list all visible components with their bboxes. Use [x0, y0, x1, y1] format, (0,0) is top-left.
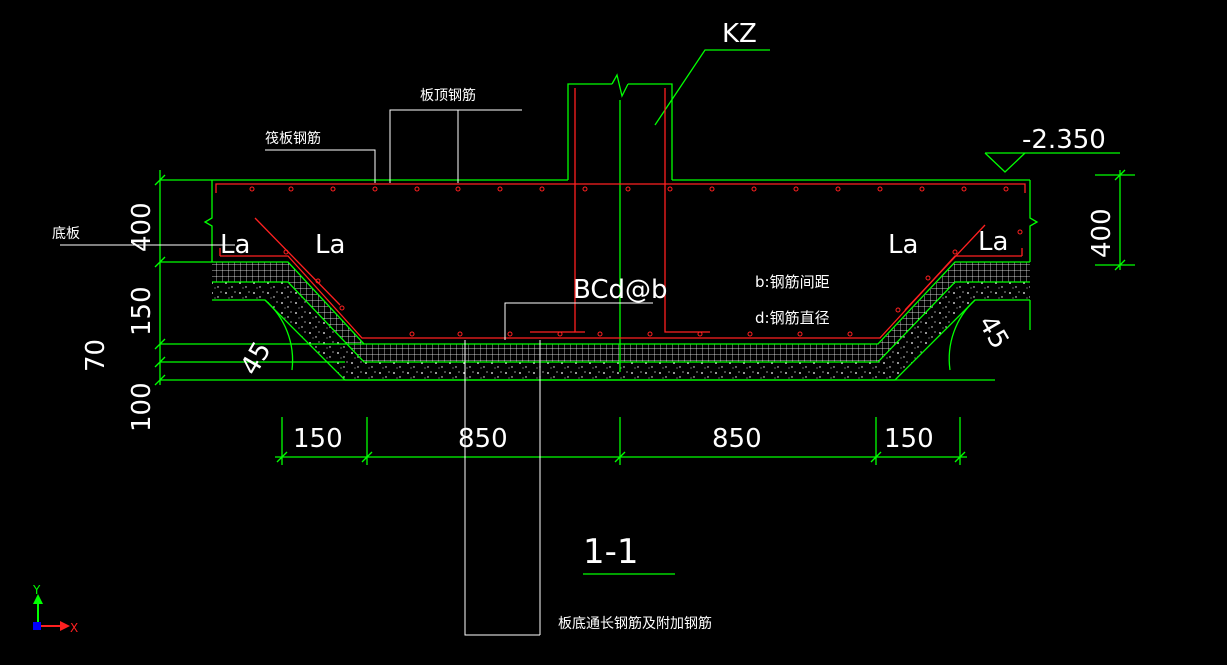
dim-bottom-150-left: 150 — [293, 424, 343, 454]
bottom-rebar-label: 板底通长钢筋及附加钢筋 — [558, 615, 712, 632]
dim-bottom-850-right: 850 — [712, 424, 762, 454]
rebar-dots — [249, 186, 1023, 337]
axis-y-label: Y — [32, 583, 41, 597]
kz-label: KZ — [722, 19, 757, 49]
diameter-note: d:钢筋直径 — [755, 309, 830, 327]
concrete-base-hatch — [212, 282, 1030, 380]
elevation-label: -2.350 — [1022, 125, 1106, 155]
leader-lines — [60, 109, 653, 636]
bottom-slab-label: 底板 — [52, 226, 80, 242]
dim-left-400: 400 — [127, 202, 157, 252]
rebar-lines — [215, 88, 1026, 339]
dim-left-100: 100 — [127, 382, 157, 432]
ucs-axis-icon: Y X — [32, 583, 78, 635]
axis-x-label: X — [70, 621, 78, 635]
dim-left-150: 150 — [127, 286, 157, 336]
spacing-note: b:钢筋间距 — [755, 273, 830, 291]
rebar-spec-label: BCd@b — [573, 275, 668, 305]
la-label-right-1: La — [888, 230, 918, 260]
dim-right-400: 400 — [1087, 208, 1117, 258]
top-rebar-label: 板顶钢筋 — [420, 87, 476, 104]
dim-bottom-850-left: 850 — [458, 424, 508, 454]
cushion-mesh-hatch — [212, 262, 1030, 362]
la-label-left-1: La — [220, 230, 250, 260]
la-label-right-2: La — [978, 227, 1008, 257]
la-label-left-2: La — [315, 230, 345, 260]
dim-left-70: 70 — [81, 339, 111, 372]
dimension-ticks — [154, 169, 1126, 463]
raft-rebar-label: 筏板钢筋 — [265, 130, 321, 147]
section-outline — [159, 49, 1135, 575]
angle-right: 45 — [972, 311, 1015, 355]
section-title: 1-1 — [583, 532, 639, 572]
dim-bottom-150-right: 150 — [884, 424, 934, 454]
